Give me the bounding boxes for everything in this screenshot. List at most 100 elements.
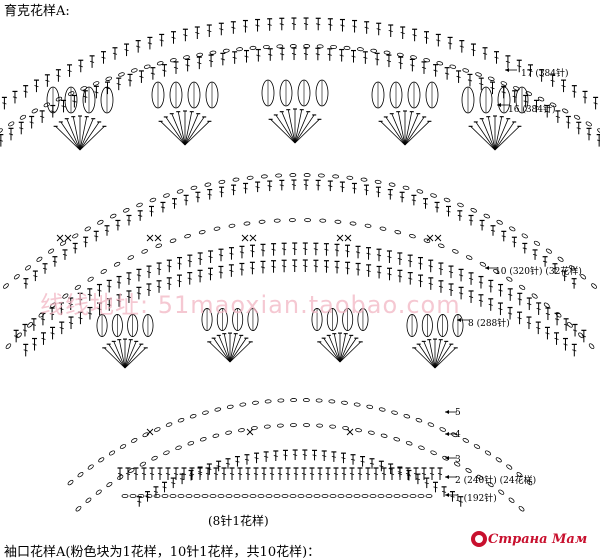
chain-stitch [321, 493, 329, 498]
logo-icon [471, 531, 487, 547]
chain-stitch [3, 283, 9, 289]
fan-stitch [413, 347, 436, 369]
dc-bar [149, 210, 154, 213]
fan-stitch [72, 116, 81, 151]
dc-bar [302, 454, 307, 456]
chain-stitch [36, 256, 43, 262]
fan-stitch [318, 341, 341, 363]
fan-stitch [118, 339, 126, 369]
fan-stitch [494, 126, 520, 151]
dc-bar [160, 206, 166, 209]
dc-bar [428, 265, 433, 268]
row-arrow-head [485, 266, 489, 270]
chain-stitch [290, 423, 297, 428]
dc-bar [187, 277, 192, 280]
chain-stitch [345, 493, 353, 498]
dc-bar [162, 486, 167, 489]
dc-bar [357, 473, 363, 475]
chain-stitch [289, 218, 296, 223]
fan-stitch [177, 111, 186, 146]
dc-bar [341, 473, 347, 475]
chain-stitch [343, 45, 351, 50]
chain-stitch [161, 493, 169, 498]
chain-stitch [199, 437, 207, 442]
dc-bar [315, 53, 320, 56]
dc-bar [291, 184, 297, 186]
dc-bar [41, 337, 46, 340]
chain-stitch [212, 433, 220, 438]
dc-bar [12, 96, 18, 99]
dc-bar [434, 206, 440, 209]
chain-stitch [155, 243, 163, 249]
chain-stitch [453, 461, 461, 467]
dc-bar [456, 75, 461, 78]
dc-bar [125, 473, 131, 475]
dc-bar [418, 262, 423, 265]
dc-bar [250, 267, 255, 270]
fan-stitch [124, 339, 132, 369]
dc-bar [301, 473, 307, 475]
chain-stitch [377, 493, 385, 498]
dc-bar [146, 288, 152, 291]
dc-bar [167, 265, 172, 268]
chain-stitch [473, 444, 481, 449]
dc-bar [450, 495, 455, 498]
dc-bar [195, 32, 200, 34]
dc-bar [539, 74, 544, 77]
chain-stitch [402, 185, 410, 190]
dc-bar [264, 456, 269, 458]
sc-stitch [146, 428, 154, 436]
dc-bar [279, 23, 284, 26]
chain-stitch [360, 177, 368, 182]
chain-stitch [580, 274, 587, 280]
chain-stitch [123, 208, 130, 213]
dc-bar [137, 500, 142, 503]
chain-stitch [545, 248, 552, 254]
fan-stitch [79, 118, 94, 151]
dc-bar [398, 62, 403, 65]
sc-stitch [146, 234, 154, 242]
dc-bar [59, 307, 64, 310]
chain-stitch [184, 233, 191, 239]
chain-stitch [236, 47, 243, 52]
dc-bar [388, 30, 393, 32]
chain-stitch [92, 81, 100, 86]
dc-bar [73, 247, 78, 250]
dc-bar [379, 465, 384, 468]
dc-bar [229, 252, 234, 255]
dc-bar [34, 85, 39, 88]
dc-bar [218, 271, 224, 274]
chain-stitch [143, 64, 151, 69]
dc-bar [261, 473, 267, 475]
chain-stitch [346, 175, 354, 180]
chain-stitch [525, 91, 533, 96]
dc-bar [59, 327, 64, 330]
fan-stitch [434, 339, 442, 369]
chain-stitch [329, 424, 337, 429]
chain-stitch [328, 399, 336, 404]
chain-stitch [169, 238, 177, 243]
dc-bar [179, 478, 185, 481]
dc-bar [441, 490, 447, 493]
chain-stitch [374, 179, 382, 184]
dc-bar [400, 196, 405, 199]
chain-stitch [156, 61, 164, 66]
dc-bar [364, 189, 369, 192]
chain-stitch [483, 213, 490, 219]
dc-bar [31, 323, 37, 326]
dc-bar [488, 285, 493, 288]
dc-bar [281, 265, 287, 268]
row-label-4: 4 [455, 430, 461, 440]
dc-bar [582, 96, 588, 99]
chain-stitch [276, 44, 284, 49]
dc-bar [360, 460, 365, 463]
chain-stitch [588, 343, 595, 350]
fan-stitch [218, 335, 231, 363]
dc-bar [536, 327, 541, 330]
dc-bar [471, 49, 476, 52]
chain-stitch [462, 438, 469, 443]
dc-bar [189, 473, 195, 475]
fan-stitch [494, 121, 515, 151]
dc-bar [586, 133, 592, 136]
dc-bar [117, 473, 123, 475]
